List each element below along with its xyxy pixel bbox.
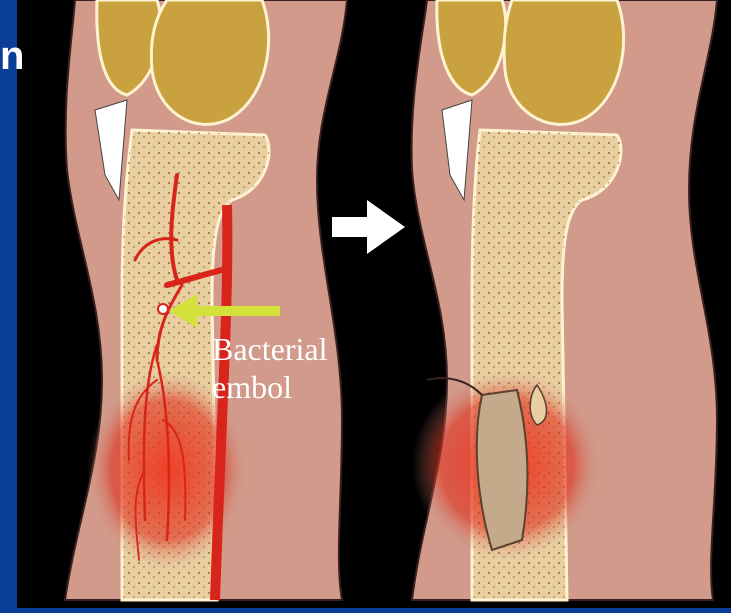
label-line-1: Bacterial — [212, 330, 327, 368]
right-leg-panel — [412, 0, 717, 600]
label-line-2: embol — [212, 368, 327, 406]
bacterial-embolus-marker — [158, 304, 168, 314]
slide-title-fragment: n — [0, 36, 24, 76]
progression-arrow-icon — [332, 200, 405, 254]
osteomyelitis-illustration — [17, 0, 731, 608]
left-leg-panel — [65, 0, 347, 600]
bacterial-embolus-label: Bacterial embol — [212, 330, 327, 406]
